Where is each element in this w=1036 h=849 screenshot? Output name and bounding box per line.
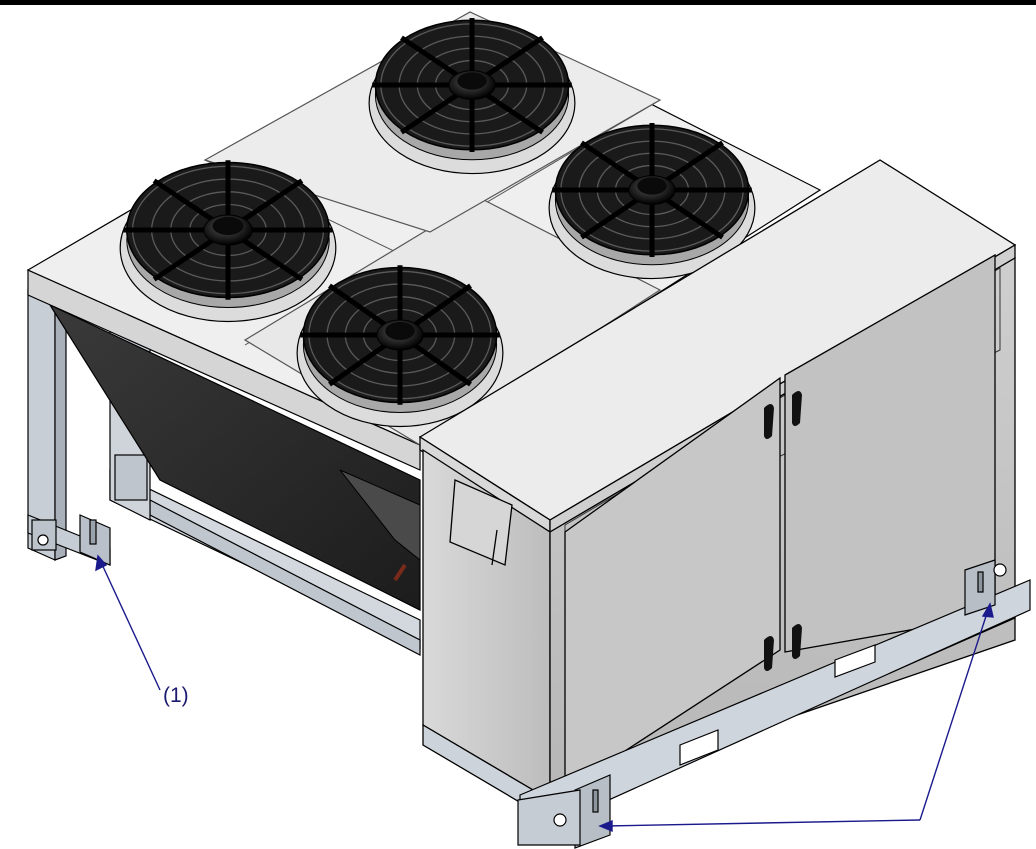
callout-leaders — [95, 554, 994, 833]
door-left — [564, 376, 781, 792]
fans — [119, 18, 756, 428]
box-doors — [564, 253, 996, 792]
arrowhead-2a — [598, 819, 613, 833]
fan-back-center-icon — [368, 18, 576, 175]
leader-line-2b — [919, 609, 989, 821]
arrowhead-1 — [95, 554, 108, 572]
fan-right-icon — [548, 123, 756, 280]
door-handles — [764, 391, 802, 671]
fan-back-left-icon — [119, 160, 337, 323]
callout-label-1: (1) — [163, 684, 189, 707]
leader-line-2a — [604, 819, 921, 827]
leader-line-1 — [99, 559, 161, 691]
arrowhead-2b — [981, 602, 994, 618]
hinged-flap — [449, 479, 513, 566]
front-base-beam — [517, 559, 1031, 849]
condenser-coil — [48, 303, 421, 611]
fan-front-left-icon — [296, 265, 504, 428]
top-rule — [0, 0, 1036, 5]
